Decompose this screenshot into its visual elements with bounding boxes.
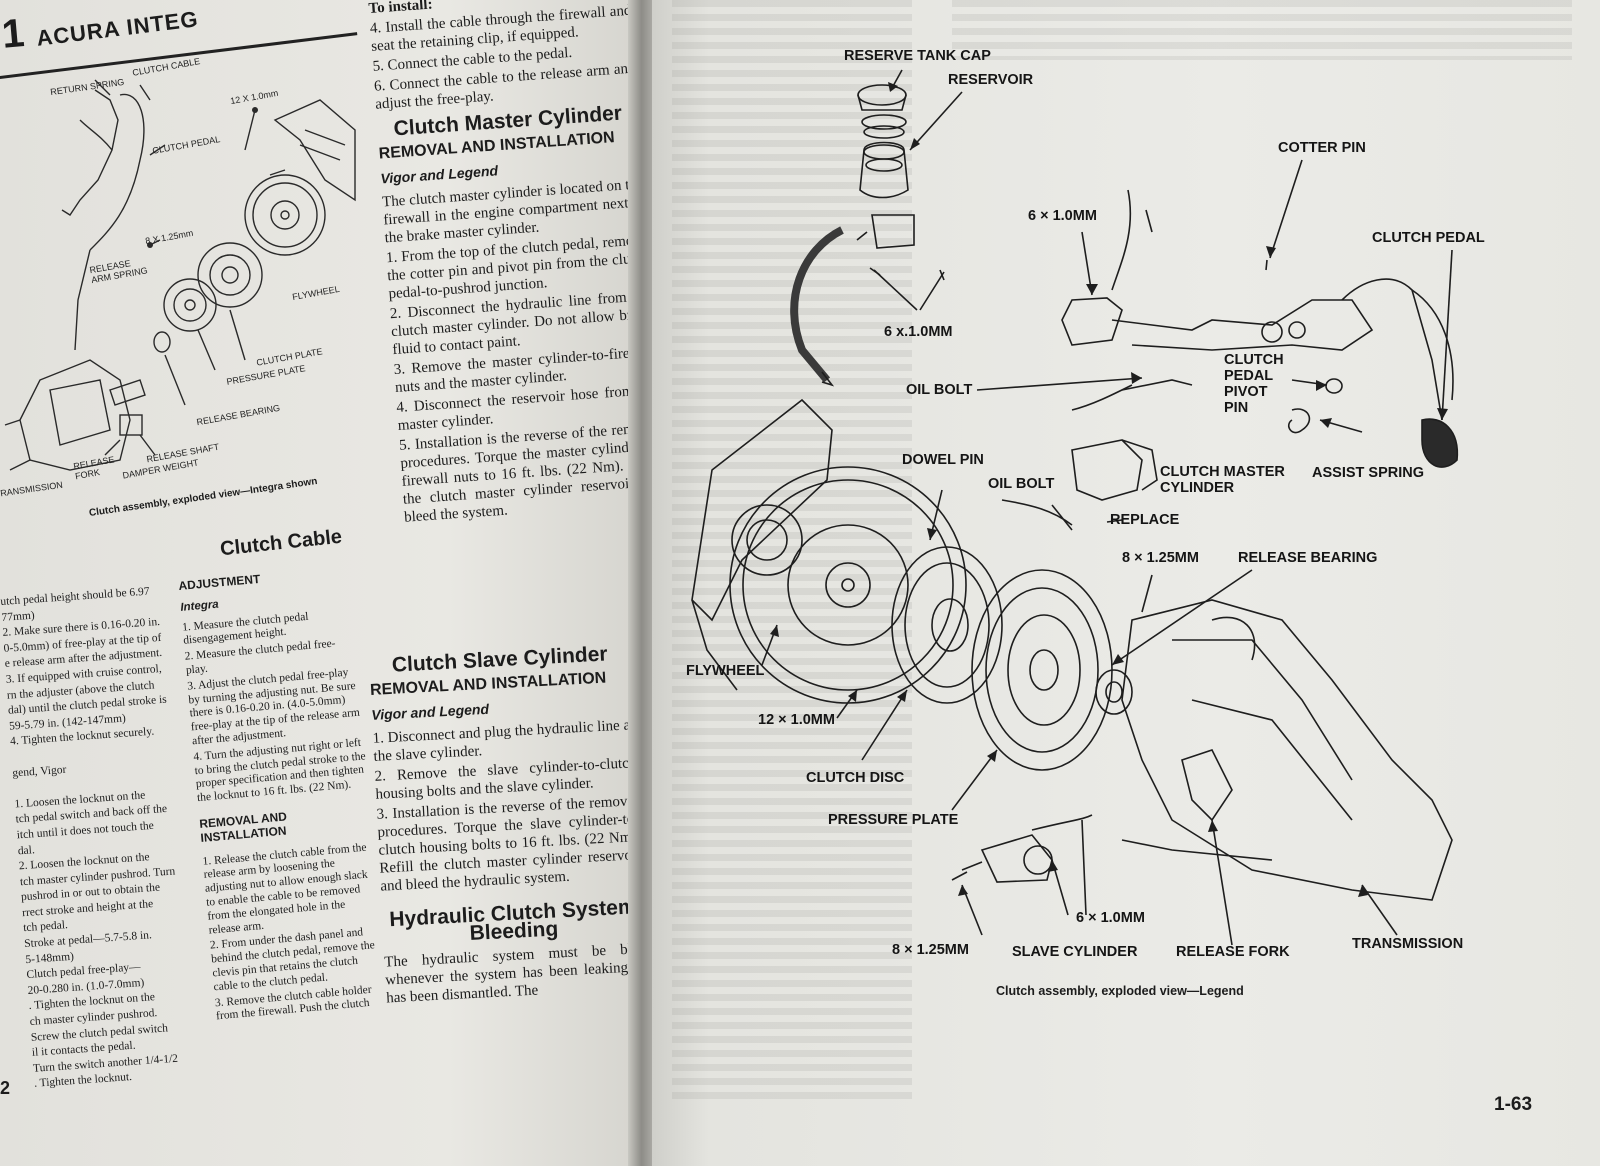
install-steps: 4. Install the cable through the firewal… <box>369 2 637 114</box>
bleed-through-left <box>672 0 912 1100</box>
label-bolt-6x1-top: 6 × 1.0MM <box>1028 208 1097 224</box>
label-dowel-pin: DOWEL PIN <box>902 452 984 468</box>
removal-step: 1. Release the clutch cable from the rel… <box>202 841 369 937</box>
clutch-cable-heading: Clutch Cable <box>219 525 344 561</box>
label-assist-spring: ASSIST SPRING <box>1312 465 1424 481</box>
left-page: 1 ACURA INTEG <box>0 0 640 1166</box>
install-column: To install: 4. Install the cable through… <box>368 0 640 529</box>
label-bolt-8x125-bottom: 8 × 1.25MM <box>892 942 969 958</box>
label-reservoir: RESERVOIR <box>948 72 1034 88</box>
label-release-fork: RELEASE FORK <box>1176 944 1290 960</box>
label-bolt-6x1-bottom: 6 × 1.0MM <box>1076 910 1145 926</box>
integra-diagram-art <box>4 79 356 471</box>
label-pressure-plate: PRESSURE PLATE <box>828 812 959 828</box>
master-cylinder-step: 5. Installation is the reverse of the re… <box>398 419 640 526</box>
label-reserve-tank-cap: RESERVE TANK CAP <box>844 48 991 64</box>
adjustment-steps: 1. Measure the clutch pedal disengagemen… <box>182 606 370 806</box>
left-page-number: 2 <box>0 1078 11 1098</box>
adjustment-column: ADJUSTMENT Integra 1. Measure the clutch… <box>178 565 388 1026</box>
label-release-bearing: RELEASE BEARING <box>1238 550 1378 566</box>
legend-diagram-caption: Clutch assembly, exploded view—Legend <box>996 984 1244 998</box>
label-bolt-8x125-top: 8 × 1.25MM <box>1122 550 1199 566</box>
slave-column: Clutch Slave Cylinder REMOVAL AND INSTAL… <box>368 636 640 1009</box>
label-clutch-pedal: CLUTCH PEDAL <box>1372 230 1485 246</box>
label-clutch-disc: CLUTCH DISC <box>806 770 905 786</box>
label-slave-cylinder: SLAVE CYLINDER <box>1012 944 1138 960</box>
label-replace: REPLACE <box>1110 512 1180 528</box>
label-transmission: TRANSMISSION <box>1352 936 1464 952</box>
integra-clutch-diagram: RETURN SPRING CLUTCH CABLE CLUTCH PEDAL … <box>0 56 360 510</box>
label-bolt-6x1-mid: 6 x.1.0MM <box>884 324 953 340</box>
slave-cylinder-steps: 1. Disconnect and plug the hydraulic lin… <box>372 716 640 895</box>
section-number: 1 <box>0 11 27 57</box>
label-oil-bolt-2: OIL BOLT <box>988 476 1055 492</box>
bleeding-intro: The hydraulic system must be bled whenev… <box>383 940 640 1007</box>
label-cotter-pin: COTTER PIN <box>1278 140 1366 156</box>
label-bolt-12x1: 12 × 1.0MM <box>758 712 835 728</box>
label-clutch-pedal-pivot-pin: CLUTCH PEDAL PIVOT PIN <box>1224 352 1284 416</box>
removal-heading: REMOVAL AND INSTALLATION <box>198 809 288 845</box>
bleed-through-top <box>952 0 1572 60</box>
slave-cylinder-step: 3. Installation is the reverse of the re… <box>376 793 640 895</box>
adjustment-step: 3. Adjust the clutch pedal free-play by … <box>186 666 361 748</box>
label-oil-bolt-1: OIL BOLT <box>906 382 973 398</box>
label-flywheel: FLYWHEEL <box>686 663 765 679</box>
removal-steps: 1. Release the clutch cable from the rel… <box>202 841 388 1025</box>
right-page: RESERVE TANK CAP RESERVOIR COTTER PIN 6 … <box>652 0 1600 1166</box>
legend-clutch-diagram <box>691 69 1459 946</box>
label-clutch-master-cylinder: CLUTCH MASTER CYLINDER <box>1160 464 1285 496</box>
right-page-number: 1-63 <box>1494 1094 1533 1115</box>
master-cylinder-steps: 1. From the top of the clutch pedal, rem… <box>385 231 640 527</box>
